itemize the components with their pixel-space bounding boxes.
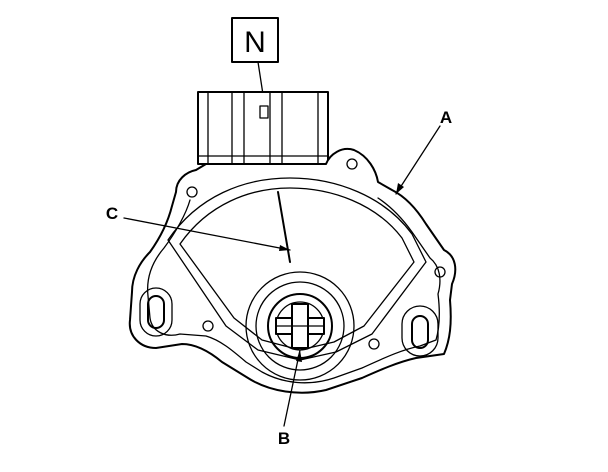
slot-left-outer [139,287,173,337]
sector-cover-inner [179,187,415,351]
callout-c-label: C [106,204,118,223]
callout-a-label: A [440,108,452,127]
neutral-index-mark [277,191,291,263]
callout-b: B [278,349,302,448]
shaft-middle-ring [255,281,345,371]
callout-b-leader [283,349,301,427]
connector-body [197,91,329,165]
callout-b-arrowhead [296,350,302,362]
bolt-hole-bottom-right [368,338,380,350]
callout-b-label: B [278,429,290,448]
slot-left [139,287,173,337]
position-box [231,17,279,63]
sector-cover-outer [167,177,427,361]
slot-right-outer [401,305,439,357]
bolt-hole-bottom-left [202,320,214,332]
callout-a: A [395,108,452,195]
slot-right-inner [411,315,429,349]
connector-latch [259,105,269,119]
bolt-hole-right [434,266,446,278]
callout-a-leader [395,125,441,195]
shaft-outer-ring [245,271,355,381]
slot-left-inner [147,295,165,329]
callout-a-arrowhead [396,183,404,194]
bolt-hole-top-left [186,186,198,198]
slot-right [401,305,439,357]
callout-c-arrowhead [279,245,290,251]
bolt-hole-top-right [346,158,358,170]
callout-c: C [106,204,291,251]
position-box-label: N [244,26,266,59]
housing-inner-rim [146,197,441,384]
callout-c-leader [123,217,291,251]
connector [197,91,329,165]
